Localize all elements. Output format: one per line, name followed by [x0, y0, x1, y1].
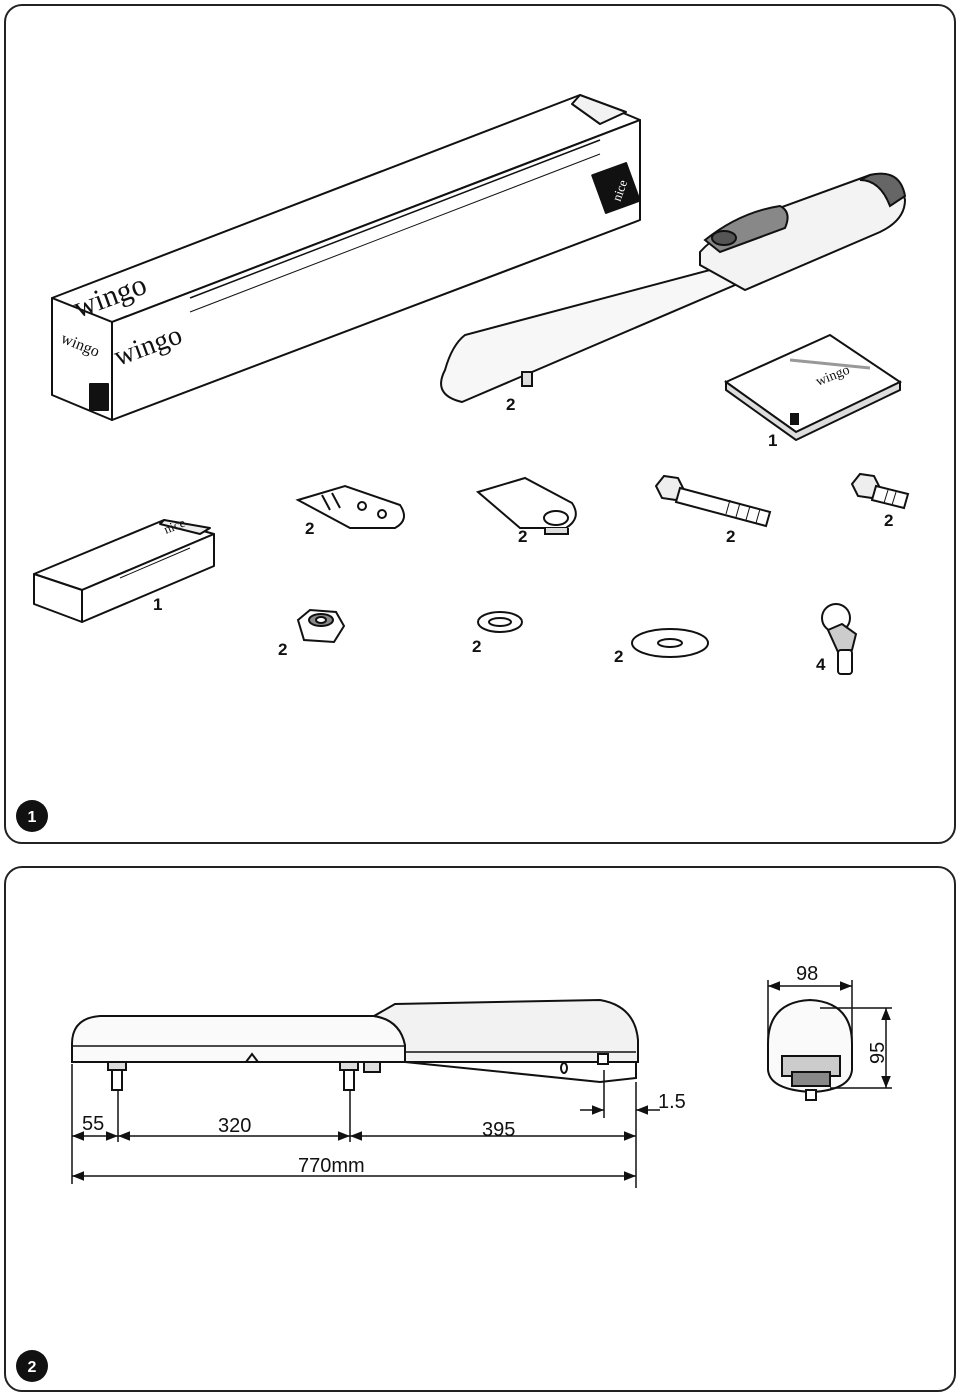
dim-55: 55	[82, 1113, 104, 1135]
dim-395: 395	[482, 1119, 515, 1141]
qty-small-box: 1	[153, 595, 162, 614]
qty-release-keys: 4	[816, 655, 826, 674]
figure-2-panel	[4, 866, 956, 1392]
rear-bracket: 2	[475, 476, 577, 546]
qty-motor: 2	[506, 395, 515, 414]
front-bracket: 2	[295, 484, 405, 538]
dim-320: 320	[218, 1115, 251, 1137]
dimension-lines	[71, 1064, 660, 1188]
small-accessory-box: nice 1	[33, 515, 215, 623]
qty-lock-nut: 2	[278, 640, 287, 659]
figure-1-badge: 1	[16, 800, 48, 832]
front-dimension-lines	[767, 980, 892, 1089]
operator-motor: 2	[440, 172, 907, 414]
operator-front-view	[767, 998, 853, 1101]
box-logo-text: nice	[609, 177, 631, 203]
long-bolt: 2	[654, 474, 772, 546]
figure-1-number: 1	[28, 809, 37, 826]
dim-95: 95	[867, 1042, 889, 1064]
qty-front-bracket: 2	[305, 519, 314, 538]
qty-small-washer: 2	[472, 637, 481, 656]
release-keys: 4	[816, 603, 858, 675]
short-bolt: 2	[850, 472, 910, 530]
small-washer: 2	[472, 611, 523, 656]
qty-large-washer: 2	[614, 647, 623, 666]
nice-logo-top	[591, 162, 641, 214]
qty-short-bolt: 2	[884, 511, 893, 530]
instruction-manual: wingo 1	[724, 333, 903, 450]
qty-rear-bracket: 2	[518, 527, 527, 546]
qty-manual: 1	[768, 431, 777, 450]
dim-770: 770mm	[298, 1155, 365, 1177]
large-washer: 2	[614, 628, 709, 666]
dim-1-5: 1.5	[658, 1091, 686, 1113]
packaging-box: wingo wingo wingo nice	[51, 94, 641, 421]
figure-2-badge: 2	[16, 1350, 48, 1382]
qty-long-bolt: 2	[726, 527, 735, 546]
operator-side-view	[71, 998, 639, 1091]
nice-logo-side	[89, 383, 109, 411]
lock-nut: 2	[278, 608, 346, 659]
figure-2-number: 2	[28, 1359, 37, 1376]
dim-98: 98	[796, 963, 818, 985]
